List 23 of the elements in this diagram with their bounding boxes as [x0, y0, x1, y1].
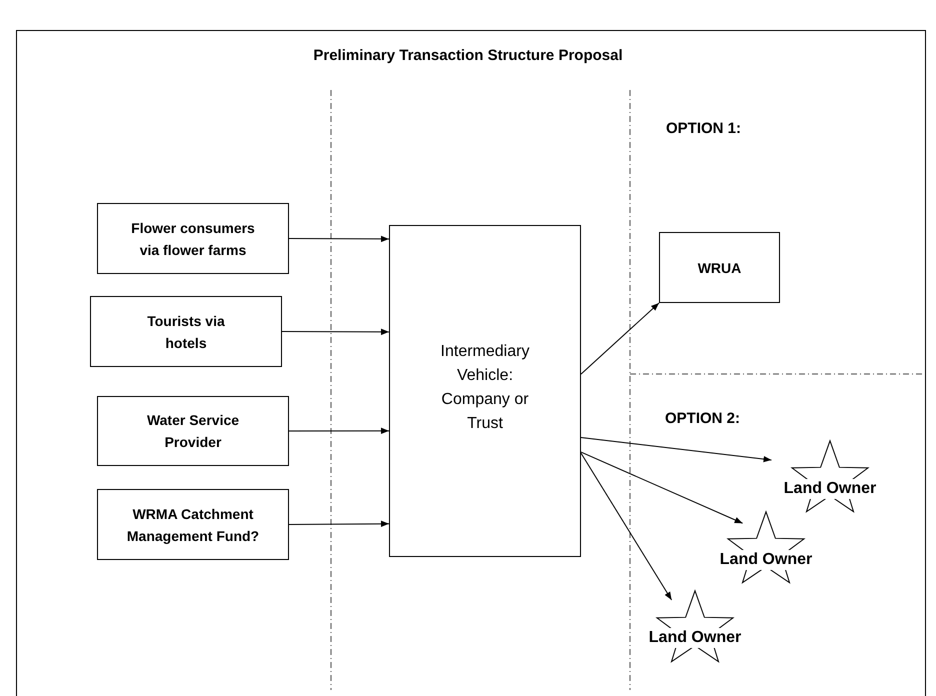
option-heading: OPTION 2:	[665, 409, 740, 429]
arrow	[282, 328, 390, 336]
process-box	[97, 489, 289, 560]
arrow	[288, 236, 390, 242]
arrow	[580, 302, 660, 375]
node-label: WRMA Catchment Management Fund?	[126, 504, 260, 546]
arrow	[580, 436, 772, 462]
node-label: Tourists via hotels	[146, 312, 226, 352]
process-box	[97, 203, 289, 274]
option-heading: OPTION 1:	[666, 119, 742, 139]
process-box	[97, 396, 289, 466]
node-label: Flower consumers via flower farms	[130, 218, 256, 260]
arrow	[580, 452, 744, 524]
process-box	[659, 232, 780, 303]
diagram-title: Preliminary Transaction Structure Proposal	[312, 46, 624, 66]
node-label: Water Service Provider	[146, 411, 240, 452]
process-box	[389, 225, 581, 557]
process-box	[90, 296, 282, 367]
arrow	[580, 452, 672, 600]
node-label: WRUA	[696, 258, 742, 278]
arrow	[288, 428, 390, 434]
node-label: Intermediary Vehicle: Company or Trust	[440, 342, 530, 434]
arrow	[288, 520, 390, 528]
